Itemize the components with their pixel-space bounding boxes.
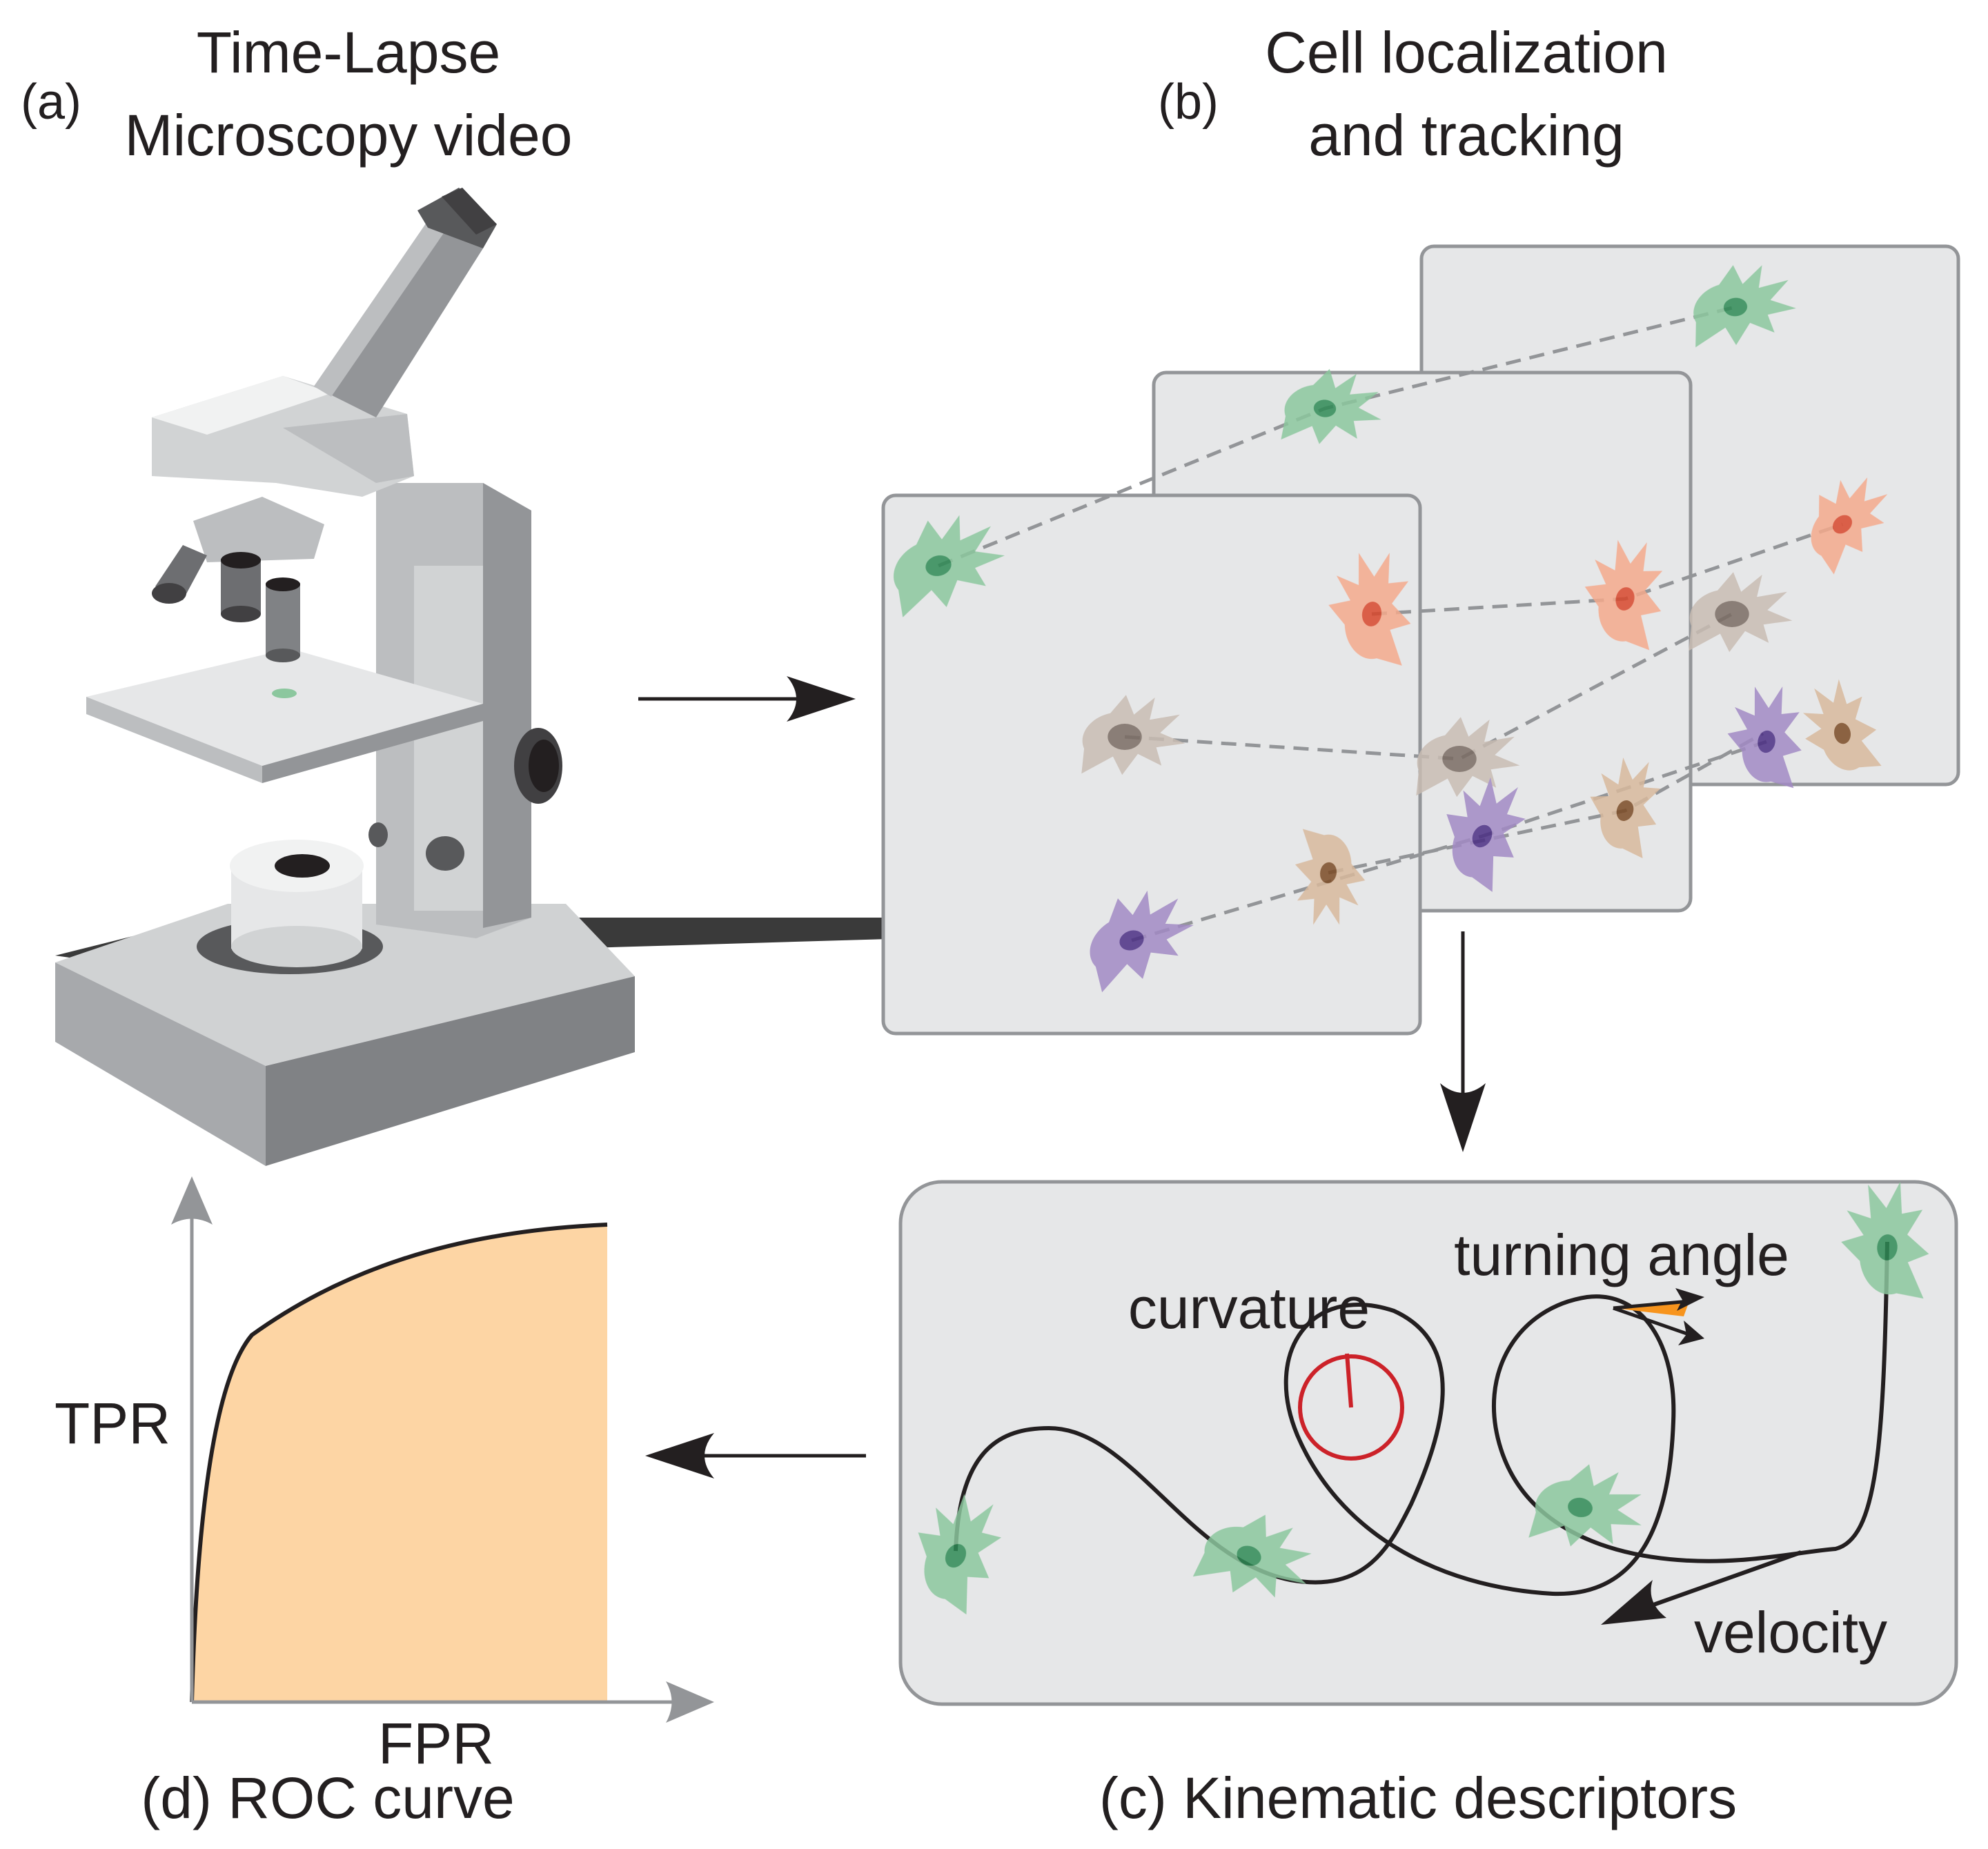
roc-xlabel: FPR	[378, 1711, 494, 1776]
trajectory-cells	[894, 1176, 1936, 1616]
cell-icon	[880, 504, 1014, 619]
roc-ylabel: TPR	[55, 1391, 170, 1456]
cell-icon	[1424, 762, 1546, 893]
cell-icon	[1795, 674, 1883, 778]
cell-icon	[1689, 259, 1799, 349]
cell-icon	[1416, 717, 1520, 798]
arrow-left-icon	[645, 1433, 866, 1479]
cell-icon	[1285, 829, 1372, 933]
cell-icon	[1789, 461, 1906, 575]
panel-a-tag: (a)	[21, 75, 81, 130]
turning-angle-indicator	[1613, 1288, 1704, 1345]
arrow-right-icon	[638, 676, 856, 722]
panel-d-caption: (d) ROC curve	[141, 1766, 514, 1830]
cell-icon	[1320, 544, 1423, 666]
arrow-down-icon	[1440, 931, 1486, 1152]
panel-a-title-line2: Microscopy video	[125, 103, 573, 168]
velocity-indicator	[1601, 1550, 1802, 1625]
kinematic-descriptors-box	[898, 1180, 1958, 1706]
roc-area	[192, 1225, 607, 1702]
curvature-indicator	[1298, 1353, 1404, 1461]
cell-icon	[1192, 1499, 1324, 1615]
panel-b-tag: (b)	[1158, 75, 1219, 130]
cell-icon	[1689, 572, 1793, 653]
cell-icon	[1074, 877, 1205, 994]
panel-a-title-line1: Time-Lapse	[197, 20, 500, 85]
curvature-label: curvature	[1128, 1276, 1370, 1341]
roc-curve	[190, 1223, 608, 1703]
video-frame-stack	[881, 244, 1960, 1036]
cell-icon	[894, 1479, 1023, 1616]
panel-b-title-line2: and tracking	[1308, 103, 1624, 168]
roc-chart	[171, 1176, 714, 1723]
cell-icon	[1573, 529, 1677, 651]
velocity-label: velocity	[1694, 1600, 1887, 1665]
cell-icon	[1281, 365, 1386, 450]
microscope-icon	[55, 188, 911, 1166]
tracked-cells	[880, 259, 1906, 994]
cell-icon	[1528, 1456, 1651, 1559]
cell-icon	[1576, 746, 1676, 859]
panel-b-title-line1: Cell localization	[1265, 20, 1668, 85]
panel-c-caption: (c) Kinematic descriptors	[1099, 1766, 1737, 1830]
cell-icon	[1081, 695, 1185, 775]
cell-icon	[1837, 1176, 1936, 1299]
cell-icon	[1720, 678, 1812, 789]
turning-angle-label: turning angle	[1454, 1223, 1789, 1287]
